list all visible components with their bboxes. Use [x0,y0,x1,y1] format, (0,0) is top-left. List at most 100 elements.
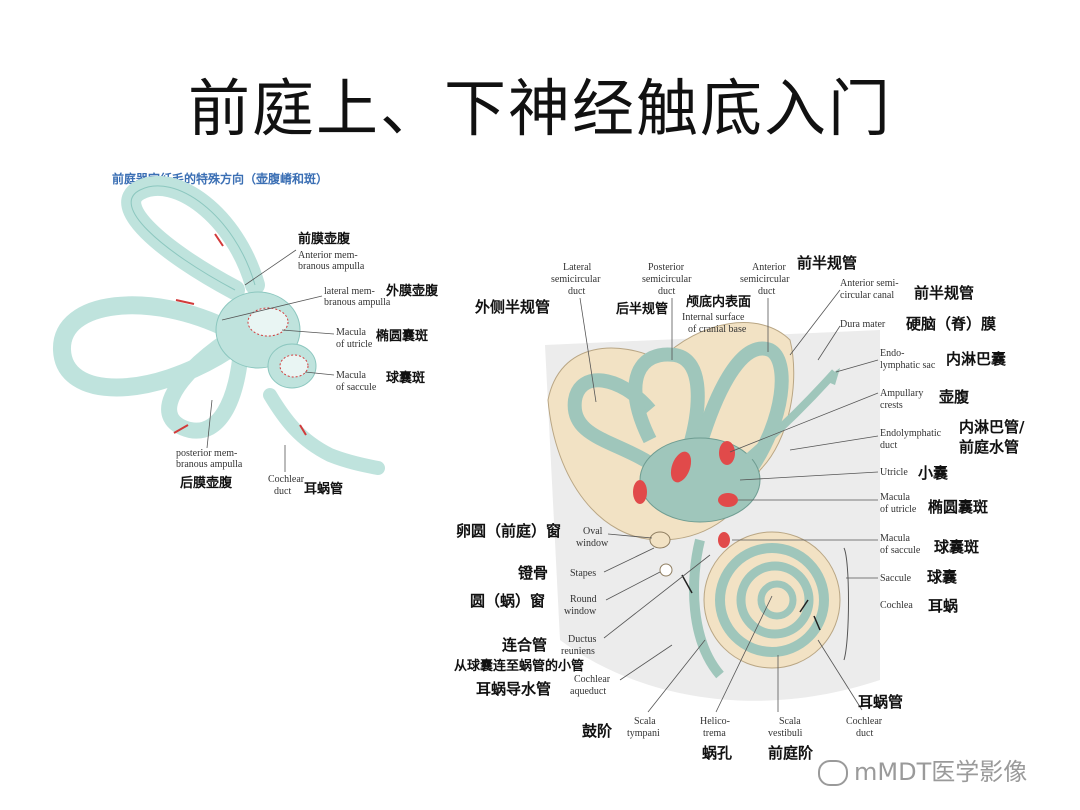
svg-text:后半规管: 后半规管 [616,301,668,317]
svg-text:球囊: 球囊 [927,568,958,586]
svg-text:duct: duct [856,728,873,739]
left-labyrinth-illustration [53,175,385,475]
left-label-macula-utricle: Macula of utricle 椭圆囊斑 [281,327,428,350]
svg-text:椭圆囊斑: 椭圆囊斑 [928,498,988,516]
right-label-cochlear-aqueduct: 耳蜗导水管 Cochlear aqueduct [476,644,673,698]
svg-text:蜗孔: 蜗孔 [702,744,732,762]
svg-text:trema: trema [703,728,726,739]
svg-text:颅底内表面: 颅底内表面 [686,294,751,310]
svg-text:of utricle: of utricle [336,339,373,350]
svg-text:球囊斑: 球囊斑 [386,370,425,386]
svg-text:semicircular: semicircular [551,274,601,285]
svg-text:of cranial base: of cranial base [688,324,747,335]
svg-text:Saccule: Saccule [880,573,912,584]
right-label-scala-vestibuli: Scala vestibuli 前庭阶 [768,655,814,762]
svg-text:Endo-: Endo- [880,348,904,359]
svg-text:duct: duct [658,286,675,297]
right-label-cochlea: Cochlea 耳蜗 [880,597,958,615]
svg-text:Macula: Macula [880,492,911,503]
svg-text:Cochlear: Cochlear [268,474,305,485]
svg-text:耳蜗管: 耳蜗管 [858,693,903,711]
right-label-anterior-canal: Anterior semi- circular canal 前半规管 [789,278,974,356]
svg-text:鼓阶: 鼓阶 [582,722,613,740]
svg-text:内淋巴管/: 内淋巴管/ [959,418,1025,436]
page-title: 前庭上、下神经触底入门 [187,72,892,145]
svg-text:Oval: Oval [583,526,603,537]
watermark: mMDT医学影像 [818,752,1027,787]
svg-text:semicircular: semicircular [642,274,692,285]
svg-text:Endolymphatic: Endolymphatic [880,428,942,439]
svg-text:of saccule: of saccule [880,545,921,556]
right-label-oval-window: 卵圆（前庭）窗 Oval window [456,522,653,549]
svg-text:Lateral: Lateral [563,262,592,273]
left-label-anterior-ampulla: 前膜壶腹 Anterior mem- branous ampulla [244,231,365,286]
svg-text:duct: duct [880,440,897,451]
svg-text:posterior mem-: posterior mem- [176,448,237,459]
svg-text:前膜壶腹: 前膜壶腹 [298,231,351,247]
svg-text:Ductus: Ductus [568,634,596,645]
right-label-utricle: Utricle 小囊 [739,464,949,482]
svg-text:Utricle: Utricle [880,467,908,478]
svg-text:window: window [564,606,597,617]
svg-text:耳蜗导水管: 耳蜗导水管 [476,680,551,698]
left-label-cochlear-duct: Cochlear duct 耳蜗管 [268,445,343,497]
svg-text:duct: duct [758,286,775,297]
svg-text:Macula: Macula [336,370,367,381]
svg-text:Scala: Scala [634,716,656,727]
svg-text:vestibuli: vestibuli [768,728,803,739]
right-label-helicotrema: Helico- trema 蜗孔 [700,595,773,762]
svg-text:前庭阶: 前庭阶 [768,744,814,762]
svg-text:Macula: Macula [336,327,367,338]
svg-text:circular canal: circular canal [840,290,894,301]
svg-text:Anterior: Anterior [752,262,787,273]
svg-text:椭圆囊斑: 椭圆囊斑 [376,328,428,344]
svg-text:reuniens: reuniens [561,646,595,657]
left-label-lateral-ampulla: lateral mem- branous ampulla 外膜壶腹 [221,283,439,321]
svg-text:semicircular: semicircular [740,274,790,285]
svg-text:Helico-: Helico- [700,716,730,727]
svg-text:前半规管: 前半规管 [914,284,974,302]
svg-text:Round: Round [570,594,597,605]
left-label-macula-saccule: Macula of saccule 球囊斑 [304,370,425,393]
svg-text:duct: duct [274,486,291,497]
right-label-ampullary-crests: Ampullary crests 壶腹 [729,388,970,453]
svg-text:Ampullary: Ampullary [880,388,923,399]
svg-text:branous ampulla: branous ampulla [298,261,365,272]
svg-text:外侧半规管: 外侧半规管 [474,298,550,316]
svg-text:Scala: Scala [779,716,801,727]
svg-text:crests: crests [880,400,903,411]
svg-text:连合管: 连合管 [502,636,547,654]
right-label-dura-mater: Dura mater 硬脑（脊）膜 [817,315,996,361]
svg-text:branous ampulla: branous ampulla [324,297,391,308]
svg-text:镫骨: 镫骨 [518,564,548,582]
svg-text:Internal surface: Internal surface [682,312,745,323]
svg-text:前半规管: 前半规管 [797,254,857,272]
svg-text:lymphatic sac: lymphatic sac [880,360,936,371]
svg-text:Cochlear: Cochlear [846,716,883,727]
wechat-icon [818,760,848,786]
svg-text:Dura mater: Dura mater [840,319,886,330]
right-label-cranial-base: 颅底内表面 Internal surface of cranial base [682,294,751,335]
svg-text:Posterior: Posterior [648,262,685,273]
svg-text:Macula: Macula [880,533,911,544]
svg-text:Cochlea: Cochlea [880,600,913,611]
right-label-endolymphatic-duct: Endolymphatic duct 内淋巴管/ 前庭水管 [789,418,1025,456]
right-label-ductus-reuniens: 连合管 从球囊连至蜗管的小管 Ductus reuniens [454,554,711,674]
svg-text:从球囊连至蜗管的小管: 从球囊连至蜗管的小管 [454,658,584,674]
svg-text:前庭水管: 前庭水管 [959,438,1019,456]
svg-text:球囊斑: 球囊斑 [934,538,979,556]
right-labyrinth-illustration [545,322,880,701]
right-label-stapes: 镫骨 Stapes [518,547,655,582]
svg-text:硬脑（脊）膜: 硬脑（脊）膜 [906,315,996,333]
svg-text:卵圆（前庭）窗: 卵圆（前庭）窗 [456,522,561,540]
right-label-macula-utricle: Macula of utricle 椭圆囊斑 [738,492,988,516]
watermark-text: mMDT医学影像 [854,758,1028,786]
svg-text:branous ampulla: branous ampulla [176,459,243,470]
svg-text:内淋巴囊: 内淋巴囊 [946,350,1007,368]
svg-text:Stapes: Stapes [570,568,596,579]
right-label-cochlear-duct: 耳蜗管 Cochlear duct [817,639,903,739]
svg-text:Anterior semi-: Anterior semi- [840,278,899,289]
svg-text:aqueduct: aqueduct [570,686,606,697]
right-label-anterior-duct: Anterior semicircular duct 前半规管 [740,254,857,352]
